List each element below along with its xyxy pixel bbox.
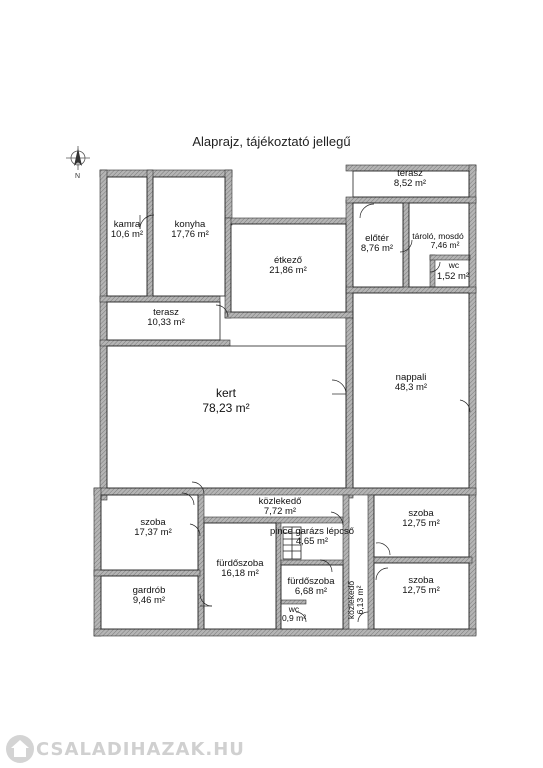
room-area: 8,76 m²	[361, 243, 393, 254]
room-name: kamra	[114, 219, 141, 230]
room-name: tároló, mosdó	[412, 231, 464, 241]
page-title: Alaprajz, tájékoztató jellegű	[192, 134, 351, 149]
room-name: előtér	[365, 233, 389, 244]
room-area: 8,52 m²	[394, 178, 426, 189]
room-furdoszoba-2: fürdőszoba 6,68 m²	[287, 576, 335, 597]
room-area: 10,6 m²	[111, 229, 143, 240]
room-tarolo: tároló, mosdó 7,46 m²	[412, 231, 464, 250]
room-area: 16,18 m²	[221, 568, 259, 579]
room-name: szoba	[408, 508, 434, 519]
walls	[93, 164, 477, 637]
room-szoba-left: szoba 17,37 m²	[134, 517, 172, 538]
room-area: 17,37 m²	[134, 527, 172, 538]
room-name: terasz	[153, 307, 179, 318]
room-name: közlekedő	[346, 581, 356, 620]
room-area: 78,23 m²	[202, 401, 249, 415]
room-lines	[100, 170, 470, 630]
room-szoba-right-1: szoba 12,75 m²	[402, 508, 440, 529]
room-area: 12,75 m²	[402, 518, 440, 529]
room-konyha: konyha 17,76 m²	[171, 219, 209, 240]
room-area: 7,72 m²	[264, 506, 296, 517]
room-area: 1,52 m²	[437, 271, 469, 282]
room-area: 10,33 m²	[147, 317, 185, 328]
room-area: 48,3 m²	[395, 382, 427, 393]
room-name: wc	[288, 604, 300, 614]
room-etkezo: étkező 21,86 m²	[269, 255, 307, 276]
room-wc-top: wc 1,52 m²	[437, 260, 469, 282]
room-name: fürdőszoba	[287, 576, 335, 587]
room-name: kert	[216, 386, 237, 400]
room-name: szoba	[408, 575, 434, 586]
room-furdoszoba-1: fürdőszoba 16,18 m²	[216, 558, 264, 579]
room-terasz-mid: terasz 10,33 m²	[147, 307, 185, 328]
room-eloter: előtér 8,76 m²	[361, 233, 393, 254]
room-name: terasz	[397, 168, 423, 179]
room-area: 6,68 m²	[295, 586, 327, 597]
room-name: nappali	[396, 372, 427, 383]
room-name: szoba	[140, 517, 166, 528]
room-area: 12,75 m²	[402, 585, 440, 596]
room-area: 7,46 m²	[431, 240, 460, 250]
room-name: étkező	[274, 255, 302, 266]
room-wc-bottom: wc 0,9 m²	[282, 604, 306, 623]
room-name: konyha	[175, 219, 206, 230]
room-area: 6,13 m²	[355, 585, 365, 614]
room-gardrob: gardrób 9,46 m²	[133, 585, 166, 606]
room-kert: kert 78,23 m²	[202, 386, 249, 415]
compass-letter: N	[75, 173, 80, 180]
room-kozlekedo: közlekedő 7,72 m²	[259, 496, 302, 517]
room-nappali: nappali 48,3 m²	[395, 372, 427, 393]
watermark: CSALADIHAZAK.HU	[0, 730, 244, 768]
door-swings	[139, 203, 471, 623]
room-name: fürdőszoba	[216, 558, 264, 569]
room-pince: pince garázs lépcső 4,65 m²	[270, 526, 354, 547]
compass-icon: N	[66, 146, 90, 180]
room-area: 9,46 m²	[133, 595, 165, 606]
house-logo-icon	[6, 735, 34, 763]
room-name: wc	[448, 260, 460, 270]
room-terasz-top: terasz 8,52 m²	[394, 168, 426, 189]
room-kamra: kamra 10,6 m²	[111, 219, 143, 240]
room-name: közlekedő	[259, 496, 302, 507]
room-area: 4,65 m²	[296, 536, 328, 547]
watermark-text: CSALADIHAZAK.HU	[36, 739, 245, 760]
room-area: 0,9 m²	[282, 613, 306, 623]
room-name: pince garázs lépcső	[270, 526, 354, 537]
room-kozlekedo-vertical: közlekedő 6,13 m²	[346, 581, 365, 620]
room-szoba-right-2: szoba 12,75 m²	[402, 575, 440, 596]
room-area: 17,76 m²	[171, 229, 209, 240]
room-area: 21,86 m²	[269, 265, 307, 276]
room-name: gardrób	[133, 585, 166, 596]
